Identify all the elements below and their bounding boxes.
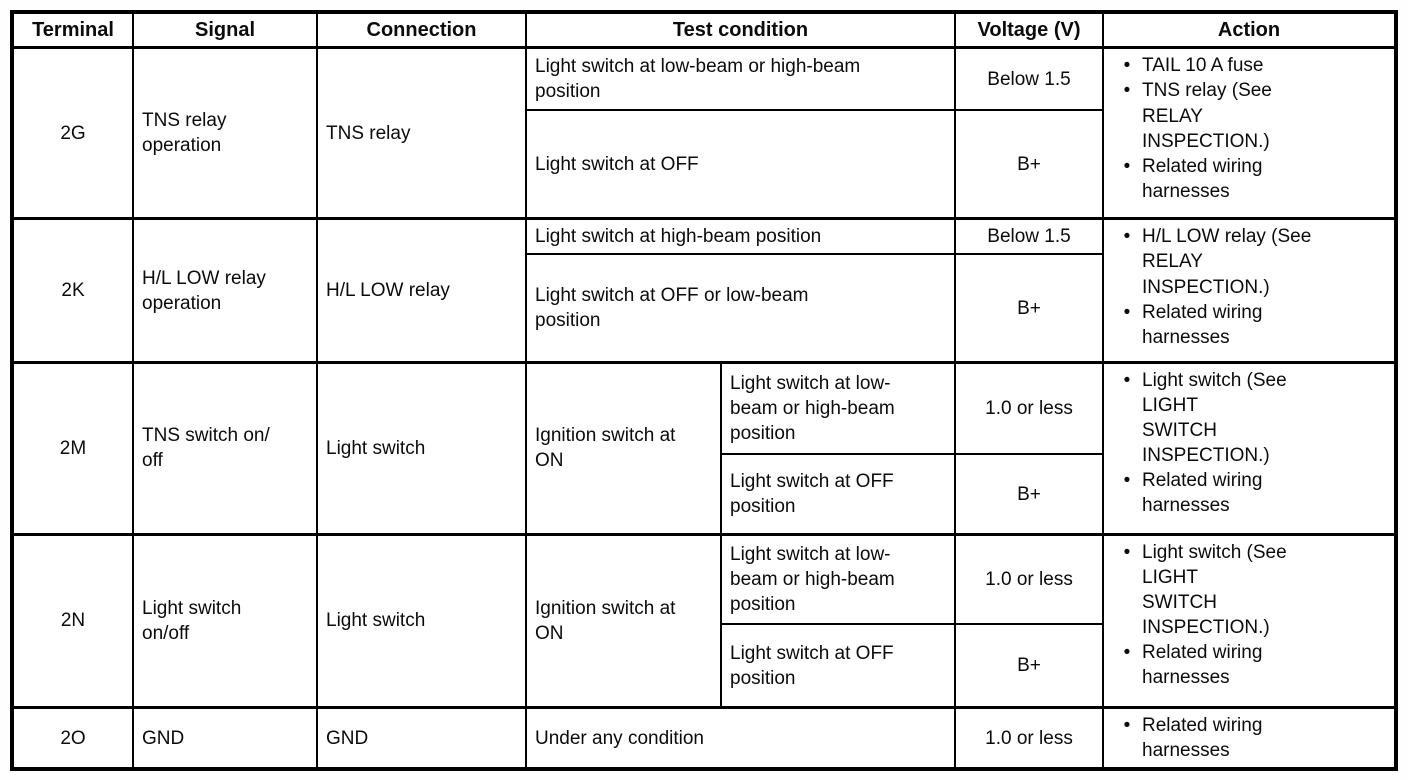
test-condition-cell: Light switch at low- beam or high-beam p… [720, 360, 956, 456]
action-item: • Related wiring harnesses [1112, 300, 1386, 350]
action-item: • Light switch (See LIGHT SWITCH INSPECT… [1112, 540, 1386, 640]
terminal-cell: 2G [11, 46, 134, 220]
column-header-signal: Signal [132, 11, 318, 50]
voltage-cell: 1.0 or less [954, 360, 1104, 456]
action-item: • Related wiring harnesses [1112, 713, 1386, 763]
bullet-icon: • [1123, 714, 1131, 736]
table-subrow: Light switch at OFF position B+ [12, 453, 1396, 536]
shared-condition-cell: Ignition switch at ON [525, 532, 722, 709]
column-header-action: Action [1102, 11, 1397, 50]
terminal-spec-table: Terminal Signal Connection Test conditio… [10, 10, 1398, 772]
action-item: • TAIL 10 A fuse [1112, 53, 1386, 78]
bullet-icon: • [1123, 369, 1131, 391]
terminal-cell: 2M [11, 360, 134, 536]
table-subrow: Light switch at OFF position B+ [12, 623, 1396, 709]
bullet-icon: • [1123, 541, 1131, 563]
action-item-text: Related wiring harnesses [1142, 301, 1263, 348]
voltage-cell: Below 1.5 [954, 217, 1104, 256]
voltage-cell: 1.0 or less [954, 705, 1104, 771]
bullet-icon: • [1123, 642, 1131, 664]
table-row: 2M TNS switch on/ off Light switch Ignit… [11, 360, 1397, 536]
test-condition-cell: Light switch at OFF position [720, 623, 956, 709]
action-item-text: H/L LOW relay (See RELAY INSPECTION.) [1142, 226, 1312, 298]
header-row: Terminal Signal Connection Test conditio… [11, 11, 1397, 50]
action-cell: • Light switch (See LIGHT SWITCH INSPECT… [1102, 360, 1397, 536]
action-item: • Light switch (See LIGHT SWITCH INSPECT… [1112, 368, 1386, 468]
table-row: 2G TNS relay operation TNS relay Light s… [11, 46, 1397, 220]
action-item: • Related wiring harnesses [1112, 468, 1386, 518]
action-item: • H/L LOW relay (See RELAY INSPECTION.) [1112, 224, 1386, 299]
voltage-cell: B+ [954, 108, 1104, 220]
voltage-cell: Below 1.5 [954, 46, 1104, 111]
action-item-text: Related wiring harnesses [1142, 470, 1263, 517]
signal-cell: TNS switch on/ off [132, 360, 318, 536]
action-item-text: Light switch (See LIGHT SWITCH INSPECTIO… [1142, 369, 1287, 467]
bullet-icon: • [1123, 80, 1131, 102]
voltage-cell: B+ [954, 453, 1104, 536]
table-subrow: Light switch at OFF B+ [12, 108, 1396, 220]
voltage-cell: B+ [954, 253, 1104, 364]
signal-cell: H/L LOW relay operation [132, 217, 318, 364]
terminal-cell: 2N [11, 532, 134, 709]
column-header-terminal: Terminal [11, 11, 134, 50]
action-item-text: Light switch (See LIGHT SWITCH INSPECTIO… [1142, 541, 1287, 639]
bullet-icon: • [1123, 470, 1131, 492]
action-item-text: TAIL 10 A fuse [1142, 55, 1264, 77]
action-cell: • H/L LOW relay (See RELAY INSPECTION.) … [1102, 217, 1397, 364]
bullet-icon: • [1123, 155, 1131, 177]
signal-cell: GND [132, 705, 318, 771]
column-header-connection: Connection [316, 11, 527, 50]
bullet-icon: • [1123, 55, 1131, 77]
table-subrow: Light switch at OFF or low-beam position… [12, 253, 1396, 364]
voltage-cell: 1.0 or less [954, 532, 1104, 626]
test-condition-cell: Light switch at low- beam or high-beam p… [720, 532, 956, 626]
shared-condition-cell: Ignition switch at ON [525, 360, 722, 536]
connection-cell: TNS relay [316, 46, 527, 220]
action-cell: • TAIL 10 A fuse • TNS relay (See RELAY … [1102, 46, 1397, 220]
terminal-cell: 2O [11, 705, 134, 771]
signal-cell: TNS relay operation [132, 46, 318, 220]
signal-cell: Light switch on/off [132, 532, 318, 709]
table-row: 2O GND GND Under any condition 1.0 or le… [11, 705, 1397, 771]
connection-cell: H/L LOW relay [316, 217, 527, 364]
action-item-text: TNS relay (See RELAY INSPECTION.) [1142, 80, 1272, 152]
connection-cell: Light switch [316, 360, 527, 536]
test-condition-cell: Under any condition [525, 705, 956, 771]
action-item-text: Related wiring harnesses [1142, 155, 1263, 202]
test-condition-cell: Light switch at OFF [525, 108, 956, 220]
connection-cell: GND [316, 705, 527, 771]
connection-cell: Light switch [316, 532, 527, 709]
action-item: • Related wiring harnesses [1112, 640, 1386, 690]
terminal-cell: 2K [11, 217, 134, 364]
column-header-test-condition: Test condition [525, 11, 956, 50]
action-item-text: Related wiring harnesses [1142, 642, 1263, 689]
voltage-cell: B+ [954, 623, 1104, 709]
action-item-text: Related wiring harnesses [1142, 714, 1263, 762]
action-cell: • Related wiring harnesses [1102, 705, 1397, 771]
bullet-icon: • [1123, 226, 1131, 248]
test-condition-cell: Light switch at OFF or low-beam position [525, 253, 956, 364]
bullet-icon: • [1123, 301, 1131, 323]
column-header-voltage: Voltage (V) [954, 11, 1104, 50]
test-condition-cell: Light switch at high-beam position [525, 217, 956, 256]
action-cell: • Light switch (See LIGHT SWITCH INSPECT… [1102, 532, 1397, 709]
table-row: 2K H/L LOW relay operation H/L LOW relay… [11, 217, 1397, 364]
test-condition-cell: Light switch at OFF position [720, 453, 956, 536]
test-condition-cell: Light switch at low-beam or high-beam po… [525, 46, 956, 111]
table-row: 2N Light switch on/off Light switch Igni… [11, 532, 1397, 709]
action-item: • TNS relay (See RELAY INSPECTION.) [1112, 78, 1386, 153]
action-item: • Related wiring harnesses [1112, 154, 1386, 204]
